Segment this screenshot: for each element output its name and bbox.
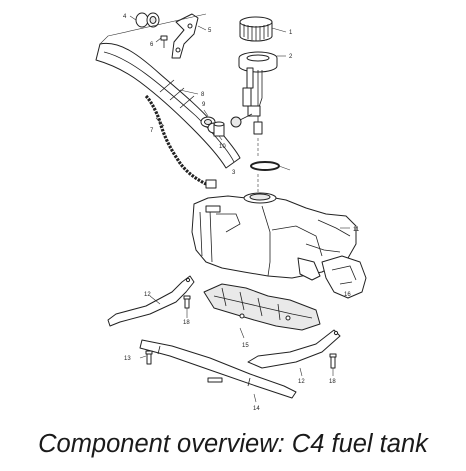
callout-7: 7 xyxy=(150,128,154,134)
callout-4: 4 xyxy=(123,14,127,20)
fuel-pump-sender-unit xyxy=(230,51,278,135)
callout-5: 5 xyxy=(208,28,212,34)
cross-member xyxy=(139,339,297,399)
mounting-bracket xyxy=(171,13,199,59)
hose-clip xyxy=(205,179,217,189)
callout-12-left: 12 xyxy=(144,292,151,298)
tank-seal-ring xyxy=(250,161,280,171)
callout-10: 10 xyxy=(219,144,226,150)
diagram-caption: Component overview: C4 fuel tank xyxy=(38,430,428,458)
fuel-tank xyxy=(191,192,357,279)
valve-10 xyxy=(213,121,225,137)
fuel-tank-exploded-diagram: 1 2 3 4 5 6 7 8 9 10 11 12 12 13 14 15 1… xyxy=(95,12,367,412)
vent-valve xyxy=(135,12,160,28)
bolt-18-left xyxy=(183,295,191,309)
callout-12-right: 12 xyxy=(298,379,305,385)
bolt-13 xyxy=(145,350,153,365)
callout-3: 3 xyxy=(232,170,236,176)
callout-8: 8 xyxy=(201,92,205,98)
callout-16: 16 xyxy=(344,292,351,298)
filler-neck-pipe xyxy=(95,42,241,169)
tank-strap-left xyxy=(107,275,195,327)
callout-1: 1 xyxy=(289,30,293,36)
callout-18-right: 18 xyxy=(329,379,336,385)
callout-11: 11 xyxy=(353,227,360,233)
callout-6: 6 xyxy=(150,42,154,48)
bolt-6 xyxy=(160,35,168,48)
heat-shield xyxy=(203,283,321,331)
callout-2: 2 xyxy=(289,54,293,60)
filler-cap xyxy=(239,16,273,42)
lower-tank-assembly xyxy=(297,255,367,299)
callout-9: 9 xyxy=(202,102,206,108)
callout-13: 13 xyxy=(124,356,131,362)
callout-14: 14 xyxy=(253,406,260,412)
callout-18-left: 18 xyxy=(183,320,190,326)
tank-strap-right xyxy=(247,329,341,369)
callout-15: 15 xyxy=(242,343,249,349)
vent-hose xyxy=(144,94,207,186)
bolt-18-right xyxy=(329,353,337,369)
